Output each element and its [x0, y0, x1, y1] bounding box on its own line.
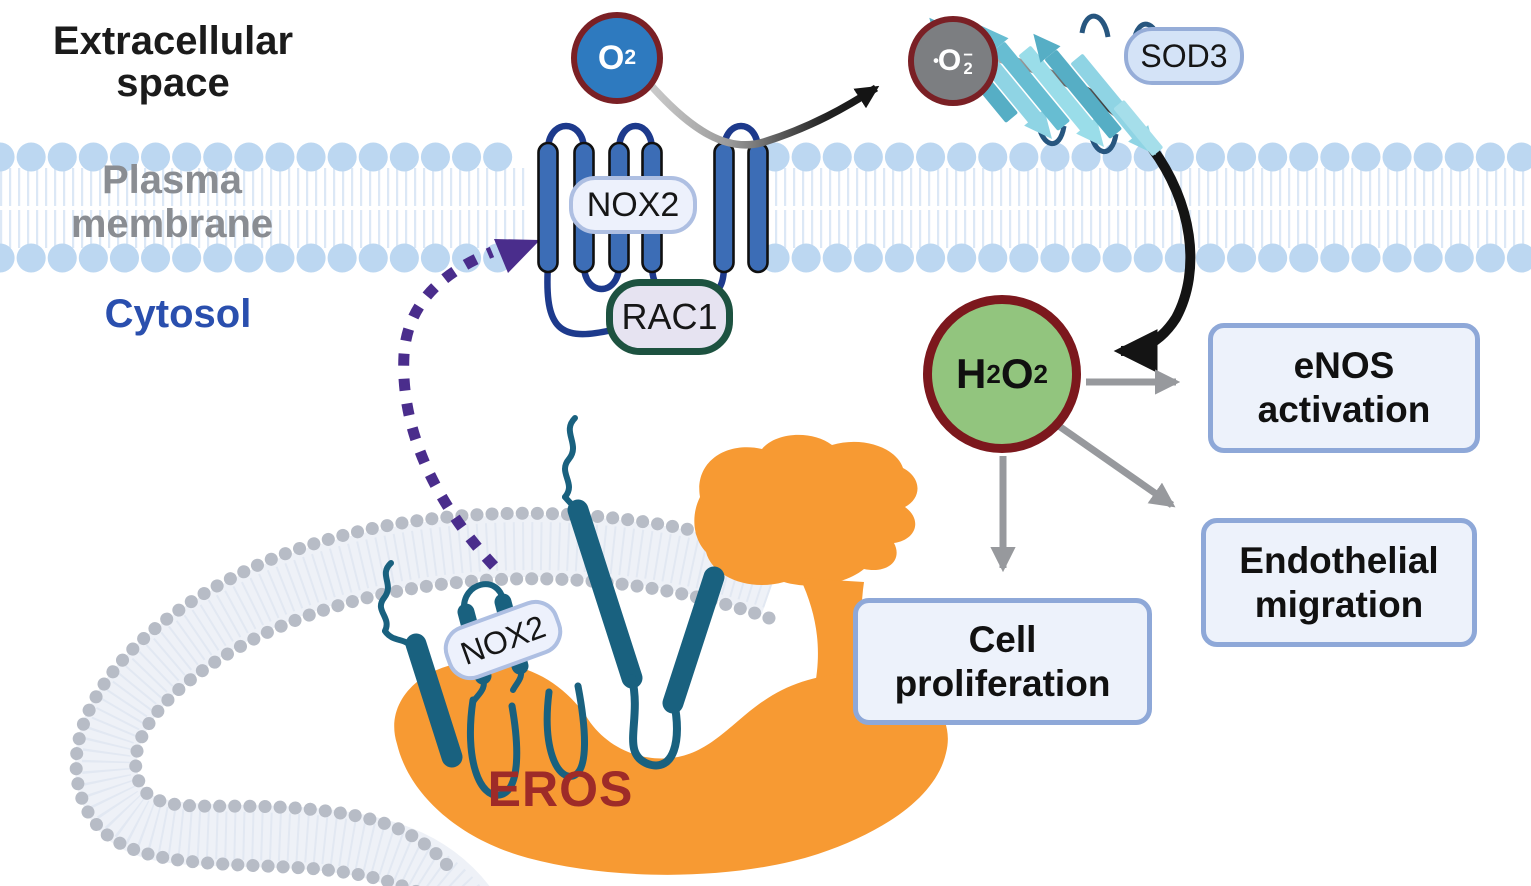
- sod3-label: SOD3: [1124, 27, 1244, 85]
- nox2-plasma-label: NOX2: [569, 176, 697, 234]
- plasma-membrane-label: Plasma membrane: [70, 158, 274, 246]
- sod3-to-h2o2-arrow: [973, 47, 1196, 373]
- cytosol-label: Cytosol: [104, 292, 252, 336]
- enos-activation-box: eNOS activation: [1208, 323, 1480, 453]
- o2-to-superoxide-arrow: [645, 79, 880, 149]
- arrow-to-migration: [1053, 421, 1176, 508]
- er-membrane: [69, 506, 783, 886]
- nox2-translocation-arrow: [398, 239, 540, 570]
- endothelial-migration-box: Endothelial migration: [1201, 518, 1477, 647]
- rac1-label: RAC1: [606, 279, 733, 355]
- superoxide-charge-stack: −2: [963, 45, 973, 78]
- h2o2-effect-arrows: [990, 369, 1181, 573]
- eros-label: EROS: [487, 761, 634, 817]
- radical-dot: •: [933, 51, 939, 70]
- translocation-arrowhead: [494, 239, 540, 273]
- superoxide-molecule: •O−2: [908, 16, 998, 106]
- cell-proliferation-box: Cell proliferation: [853, 598, 1152, 725]
- extracellular-space-label: Extracellular space: [52, 19, 294, 106]
- plasma-membrane: [0, 142, 1531, 273]
